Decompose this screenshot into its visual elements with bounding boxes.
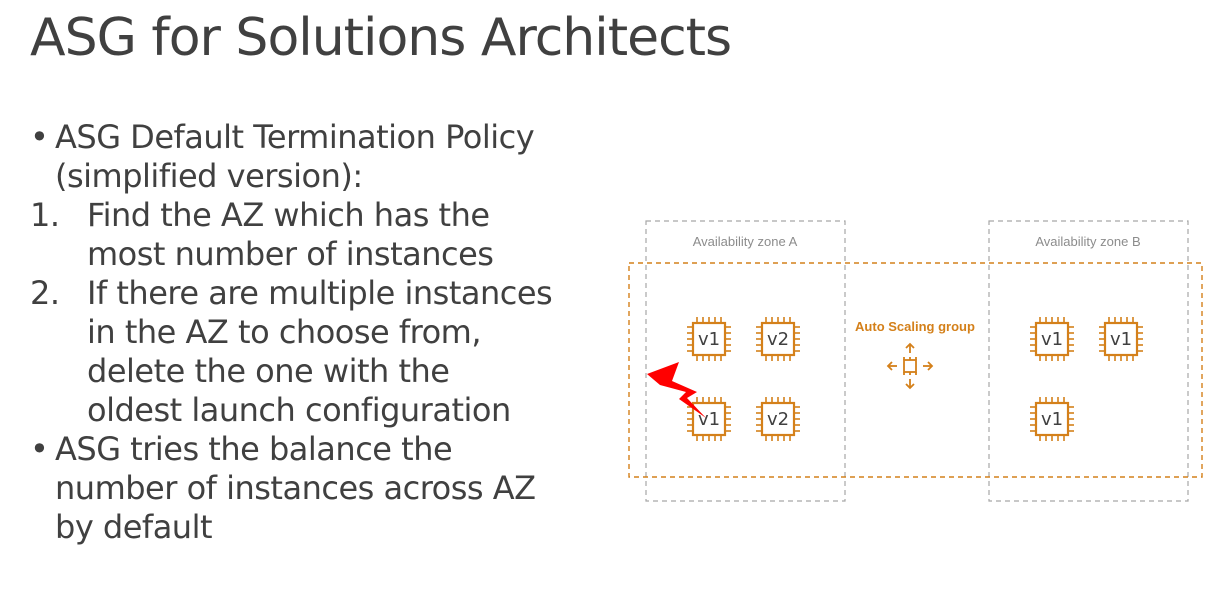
lightning-bolt-icon — [647, 362, 706, 418]
bullet-marker: • — [30, 118, 49, 156]
instance-version-label: v1 — [698, 409, 720, 430]
step-text-line: delete the one with the — [87, 352, 450, 390]
asg-label: Auto Scaling group — [855, 319, 975, 334]
step-text-line: Find the AZ which has the — [87, 196, 490, 234]
instance-version-label: v1 — [1041, 409, 1063, 430]
instance-version-label: v2 — [767, 409, 789, 430]
bullet-text-line: ASG Default Termination Policy — [55, 118, 535, 156]
instance-version-label: v1 — [1041, 329, 1063, 350]
bullet-text-line: number of instances across AZ — [55, 469, 536, 507]
instance-version-label: v1 — [698, 329, 720, 350]
bullet-text-line: by default — [55, 508, 213, 546]
instance-b3: v1 — [1028, 395, 1076, 443]
zone-b-label: Availability zone B — [1035, 234, 1140, 249]
step-two: 2. If there are multiple instances in th… — [30, 274, 590, 430]
zone-a-label: Availability zone A — [693, 234, 798, 249]
step-text-line: most number of instances — [87, 235, 494, 273]
instance-a3: v1 — [685, 395, 733, 443]
auto-scaling-icon — [886, 342, 934, 390]
instance-a1: v1 — [685, 315, 733, 363]
step-number: 2. — [30, 274, 60, 312]
bullet-text-line: (simplified version): — [55, 157, 363, 195]
step-one: 1. Find the AZ which has the most number… — [30, 196, 590, 274]
slide-body: • ASG Default Termination Policy (simpli… — [30, 118, 590, 547]
instance-a4: v2 — [754, 395, 802, 443]
instance-b2: v1 — [1097, 315, 1145, 363]
availability-zone-b-box — [988, 220, 1189, 502]
instance-version-label: v2 — [767, 329, 789, 350]
bullet-balance: • ASG tries the balance the number of in… — [30, 430, 590, 547]
instance-b1: v1 — [1028, 315, 1076, 363]
instance-version-label: v1 — [1110, 329, 1132, 350]
bullet-marker: • — [30, 430, 49, 468]
availability-zone-a-box — [645, 220, 846, 502]
step-number: 1. — [30, 196, 60, 234]
step-text-line: oldest launch configuration — [87, 391, 511, 429]
instance-a2: v2 — [754, 315, 802, 363]
step-text-line: in the AZ to choose from, — [87, 313, 482, 351]
slide-title: ASG for Solutions Architects — [30, 8, 732, 68]
bullet-termination-policy: • ASG Default Termination Policy (simpli… — [30, 118, 590, 196]
auto-scaling-group-box — [628, 262, 1203, 478]
step-text-line: If there are multiple instances — [87, 274, 553, 312]
bullet-text-line: ASG tries the balance the — [55, 430, 453, 468]
